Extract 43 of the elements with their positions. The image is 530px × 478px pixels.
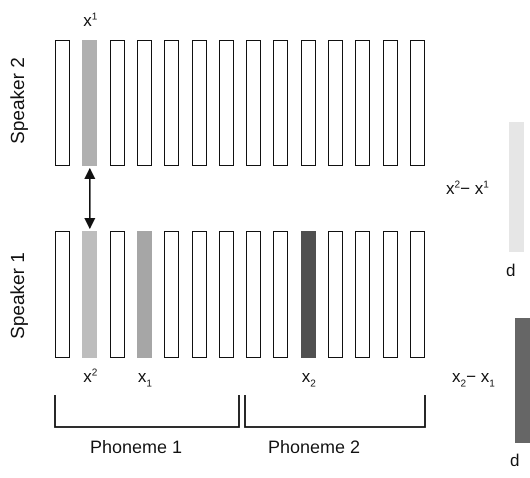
- double-arrow: [84, 168, 96, 230]
- group-label: Phoneme 1: [90, 438, 182, 456]
- bar: [218, 231, 234, 358]
- bar: [164, 231, 180, 358]
- bar: [273, 40, 288, 166]
- bar: [410, 231, 425, 358]
- shaded-bar: [82, 231, 98, 358]
- variable-label: x$_{1}$: [138, 368, 152, 390]
- variable-label: x$^{2}$: [83, 368, 98, 385]
- formula-label: x$^{2}$− x$^{1}$: [446, 180, 489, 197]
- bar: [192, 40, 206, 166]
- bar: [328, 231, 343, 358]
- axis-label: Speaker 1: [8, 252, 28, 338]
- formula-label: x$_{2}$− x$_{1}$: [452, 368, 495, 390]
- bar: [382, 40, 398, 166]
- shaded-bar: [136, 231, 152, 358]
- bar: [355, 40, 370, 166]
- bar: [110, 231, 125, 358]
- variable-label: x$^{1}$: [83, 12, 98, 29]
- bar: [382, 231, 398, 358]
- bar: [218, 40, 234, 166]
- bar: [136, 40, 152, 166]
- bar: [192, 231, 206, 358]
- variable-label: d: [506, 262, 516, 279]
- bar: [300, 40, 316, 166]
- shaded-bar: [509, 122, 524, 252]
- bar: [110, 40, 125, 166]
- bar: [55, 231, 70, 358]
- bar: [355, 231, 370, 358]
- variable-label: x$_{2}$: [302, 368, 316, 390]
- group-label: Phoneme 2: [268, 438, 360, 456]
- shaded-bar: [82, 40, 98, 166]
- bar: [328, 40, 343, 166]
- bar: [164, 40, 180, 166]
- bar: [55, 40, 70, 166]
- bar: [246, 231, 262, 358]
- bar: [273, 231, 288, 358]
- bar: [410, 40, 425, 166]
- variable-label: d: [510, 452, 520, 469]
- axis-label: Speaker 2: [8, 56, 28, 144]
- shaded-bar: [515, 318, 530, 443]
- bar: [246, 40, 262, 166]
- shaded-bar: [300, 231, 316, 358]
